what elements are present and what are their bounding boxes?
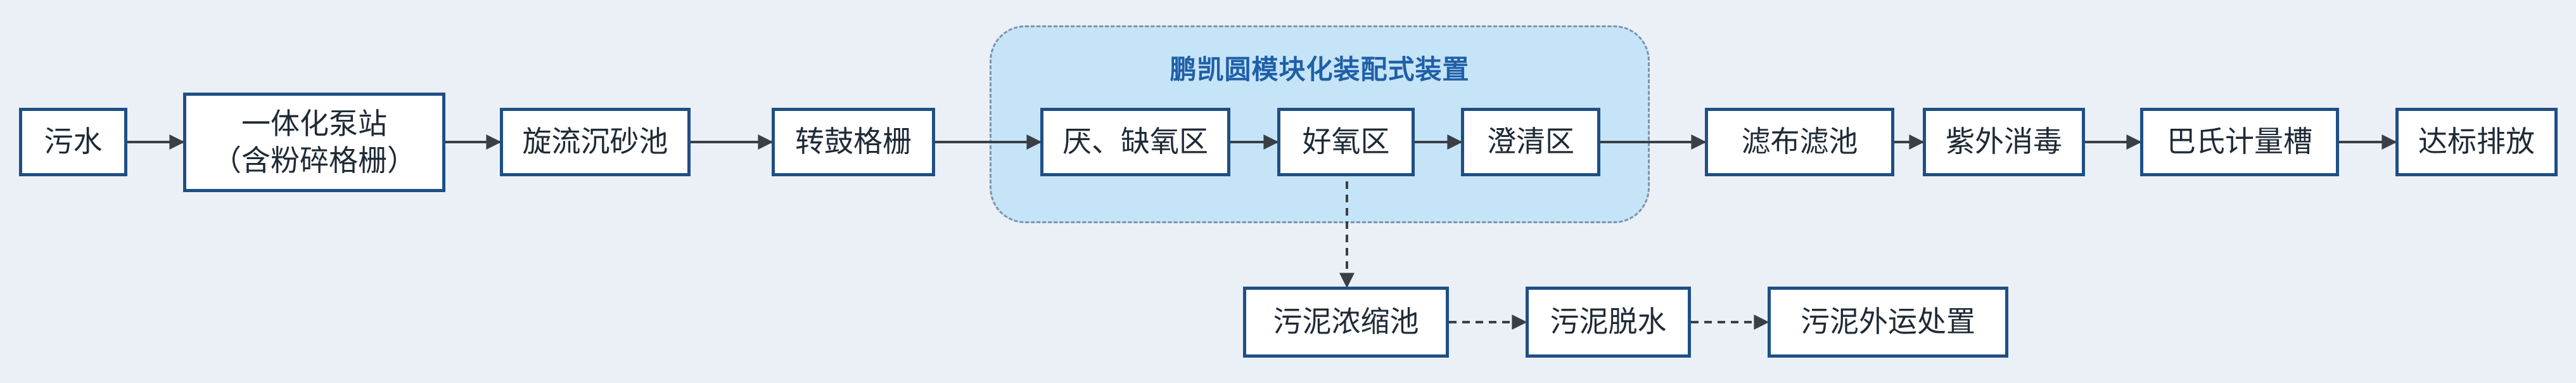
node-drum-screen: 转鼓格栅 (772, 108, 935, 176)
node-grit-chamber-label: 旋流沉砂池 (522, 124, 668, 159)
node-parshall-flume-label: 巴氏计量槽 (2167, 124, 2312, 159)
node-aerobic-label: 好氧区 (1302, 124, 1390, 159)
node-cloth-filter: 滤布滤池 (1705, 108, 1894, 176)
node-discharge-label: 达标排放 (2418, 124, 2535, 159)
node-sludge-dewatering: 污泥脱水 (1526, 287, 1691, 358)
node-aerobic: 好氧区 (1277, 108, 1415, 176)
node-pump-station: 一体化泵站 （含粉碎格栅） (183, 93, 445, 192)
node-grit-chamber: 旋流沉砂池 (500, 108, 691, 176)
node-sludge-thickener-label: 污泥浓缩池 (1273, 304, 1419, 339)
node-pump-station-label: 一体化泵站 (241, 107, 387, 141)
node-sewage-label: 污水 (44, 124, 103, 159)
node-pump-station-sublabel: （含粉碎格栅） (212, 143, 416, 178)
node-anaerobic-anoxic: 厌、缺氧区 (1040, 108, 1230, 176)
node-cloth-filter-label: 滤布滤池 (1741, 124, 1858, 159)
node-clarifier: 澄清区 (1461, 108, 1600, 176)
node-sludge-disposal-label: 污泥外运处置 (1801, 304, 1975, 339)
node-sludge-disposal: 污泥外运处置 (1768, 287, 2008, 358)
node-discharge: 达标排放 (2395, 108, 2558, 176)
modular-unit-title: 鹏凯圆模块化装配式装置 (1170, 54, 1470, 85)
node-uv-disinfection-label: 紫外消毒 (1946, 124, 2062, 159)
node-uv-disinfection: 紫外消毒 (1923, 108, 2085, 176)
node-anaerobic-anoxic-label: 厌、缺氧区 (1062, 124, 1208, 159)
node-sewage: 污水 (19, 108, 127, 176)
node-parshall-flume: 巴氏计量槽 (2140, 108, 2339, 176)
node-clarifier-label: 澄清区 (1487, 124, 1574, 159)
node-sludge-dewatering-label: 污泥脱水 (1550, 304, 1667, 339)
node-sludge-thickener: 污泥浓缩池 (1243, 287, 1449, 358)
node-drum-screen-label: 转鼓格栅 (795, 124, 912, 159)
